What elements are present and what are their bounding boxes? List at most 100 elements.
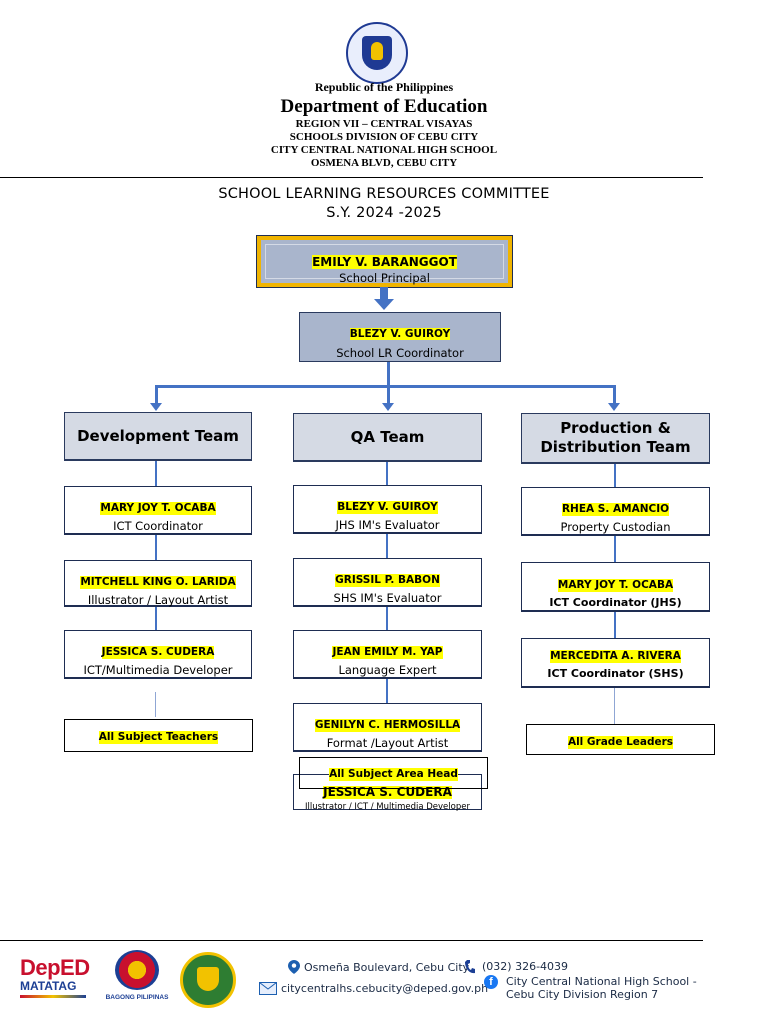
dev-group-box: All Subject Teachers (64, 719, 253, 752)
deped-logo-text: DepED (20, 955, 90, 980)
bagong-pilipinas-sun-icon (115, 950, 159, 990)
footer-facebook-2[interactable]: Cebu City Division Region 7 (506, 988, 659, 1001)
qa-team-label: QA Team (350, 427, 425, 446)
qa-group-label: All Subject Area Head (329, 768, 458, 781)
email-icon (259, 980, 277, 999)
dev-connector-1 (155, 461, 157, 486)
qa-member-role-1: JHS IM's Evaluator (335, 518, 440, 532)
arrow-shaft (380, 287, 388, 299)
dev-member-role-1: ICT Coordinator (113, 519, 203, 533)
qa-member-name-4: GENILYN C. HERMOSILLA (314, 719, 461, 732)
bagong-pilipinas-text: BAGONG PILIPINAS (105, 994, 169, 1001)
coordinator-name: BLEZY V. GUIROY (349, 328, 451, 340)
prod-member-name-1: RHEA S. AMANCIO (561, 503, 670, 516)
dev-connector-2 (155, 535, 157, 560)
prod-connector-2 (614, 536, 616, 562)
qa-member-role-2: SHS IM's Evaluator (333, 591, 442, 605)
bagong-pilipinas-logo: BAGONG PILIPINAS (105, 950, 169, 1006)
phone-icon (465, 959, 475, 978)
principal-role: School Principal (339, 271, 430, 285)
footer-email[interactable]: citycentralhs.cebucity@deped.gov.ph (281, 982, 489, 995)
dev-connector-3 (155, 607, 157, 630)
qa-group-box: All Subject Area Head (299, 757, 488, 789)
dev-member-name-2: MITCHELL KING O. LARIDA (80, 576, 236, 589)
dev-member-role-2: Illustrator / Layout Artist (87, 593, 229, 607)
qa-connector-1 (386, 462, 388, 485)
production-team-label-2: Distribution Team (540, 438, 691, 456)
facebook-icon: f (484, 975, 498, 989)
qa-member-role-4: Format /Layout Artist (326, 736, 449, 750)
principal-box: EMILY V. BARANGGOT School Principal (257, 236, 512, 287)
footer-divider (0, 940, 703, 941)
region-text: REGION VII – CENTRAL VISAYAS (295, 118, 473, 130)
prod-member-name-2: MARY JOY T. OCABA (557, 579, 674, 592)
production-team-label-1: Production & (560, 419, 671, 437)
qa-connector-3 (386, 607, 388, 630)
city-central-seal-logo (180, 952, 236, 1008)
connector-horizontal (155, 385, 616, 388)
qa-team-header: QA Team (293, 413, 482, 462)
school-text: CITY CENTRAL NATIONAL HIGH SCHOOL (270, 144, 498, 156)
qa-member-name-3: JEAN EMILY M. YAP (332, 646, 443, 659)
qa-member-box-2: GRISSIL P. BABON SHS IM's Evaluator (293, 558, 482, 607)
prod-connector-3 (614, 612, 616, 638)
header-divider (0, 177, 703, 178)
arrow-qa-icon (382, 403, 394, 411)
qa-connector-4 (386, 679, 388, 703)
qa-member-name-1: BLEZY V. GUIROY (337, 501, 438, 514)
connector-prod (613, 385, 616, 405)
coordinator-box: BLEZY V. GUIROY School LR Coordinator (299, 312, 501, 362)
department-title: Department of Education (280, 96, 488, 117)
committee-title: SCHOOL LEARNING RESOURCES COMMITTEE (218, 186, 550, 202)
footer-phone: (032) 326-4039 (482, 960, 569, 973)
address-text: OSMENA BLVD, CEBU CITY (310, 157, 458, 169)
seal-emblem-icon (362, 36, 392, 70)
connector-qa (387, 385, 390, 405)
principal-name: EMILY V. BARANGGOT (312, 255, 457, 269)
prod-group-label: All Grade Leaders (567, 736, 674, 749)
dev-member-box-2: MITCHELL KING O. LARIDA Illustrator / La… (64, 560, 252, 607)
republic-text: Republic of the Philippines (314, 80, 454, 94)
connector-trunk (387, 362, 390, 386)
qa-member-role-3: Language Expert (338, 663, 437, 677)
dev-member-box-3: JESSICA S. CUDERA ICT/Multimedia Develop… (64, 630, 252, 679)
prod-member-name-3: MERCEDITA A. RIVERA (550, 650, 681, 663)
prod-connector-1 (614, 464, 616, 487)
development-team-label: Development Team (77, 426, 239, 445)
deped-seal-logo (346, 22, 408, 84)
qa-member-name-2: GRISSIL P. BABON (335, 574, 440, 587)
division-text: SCHOOLS DIVISION OF CEBU CITY (289, 131, 479, 143)
matatag-logo-text: MATATAG (20, 979, 77, 993)
qa-connector-2 (386, 534, 388, 558)
dev-member-role-3: ICT/Multimedia Developer (83, 663, 233, 677)
dev-group-label: All Subject Teachers (98, 731, 219, 744)
prod-member-role-3: ICT Coordinator (SHS) (547, 667, 684, 680)
location-pin-icon (288, 959, 300, 974)
footer-facebook-1[interactable]: City Central National High School - (506, 975, 697, 988)
qa-member-box-1: BLEZY V. GUIROY JHS IM's Evaluator (293, 485, 482, 534)
development-team-header: Development Team (64, 412, 252, 461)
arrow-prod-icon (608, 403, 620, 411)
prod-member-role-2: ICT Coordinator (JHS) (549, 596, 682, 609)
production-team-header: Production & Distribution Team (521, 413, 710, 464)
prod-connector-4 (614, 688, 615, 724)
qa-member-box-3: JEAN EMILY M. YAP Language Expert (293, 630, 482, 679)
deped-matatag-logo: DepED MATATAG (20, 955, 90, 1005)
dev-member-name-1: MARY JOY T. OCABA (100, 502, 216, 515)
school-year: S.Y. 2024 -2025 (326, 205, 442, 221)
arrow-down-icon (374, 299, 394, 310)
prod-member-box-1: RHEA S. AMANCIO Property Custodian (521, 487, 710, 536)
arrow-dev-icon (150, 403, 162, 411)
qa-extra-role: Illustrator / ICT / Multimedia Developer (305, 802, 470, 812)
dev-member-name-3: JESSICA S. CUDERA (101, 646, 215, 659)
dev-connector-4 (155, 692, 156, 717)
footer-address: Osmeña Boulevard, Cebu City (304, 961, 470, 974)
prod-group-box: All Grade Leaders (526, 724, 715, 755)
connector-dev (155, 385, 158, 405)
prod-member-role-1: Property Custodian (560, 520, 671, 534)
qa-member-box-4: GENILYN C. HERMOSILLA Format /Layout Art… (293, 703, 482, 752)
prod-member-box-2: MARY JOY T. OCABA ICT Coordinator (JHS) (521, 562, 710, 612)
prod-member-box-3: MERCEDITA A. RIVERA ICT Coordinator (SHS… (521, 638, 710, 688)
coordinator-role: School LR Coordinator (336, 346, 464, 360)
dev-member-box-1: MARY JOY T. OCABA ICT Coordinator (64, 486, 252, 535)
